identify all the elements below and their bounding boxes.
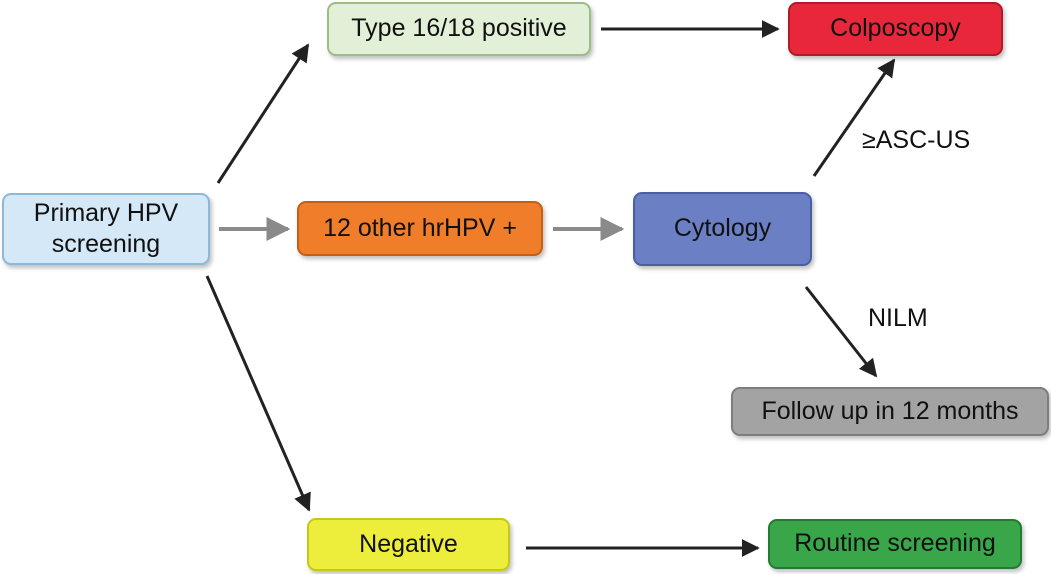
arrow-primary-to-negative	[205, 275, 311, 512]
node-cytology: Cytology	[633, 192, 812, 266]
node-routine-label: Routine screening	[794, 529, 996, 558]
edge-label-nilm: NILM	[868, 304, 928, 332]
node-primary-label-line2: screening	[51, 230, 161, 258]
node-other-hrhpv-label: 12 other hrHPV +	[323, 213, 517, 242]
node-cytology-label: Cytology	[673, 214, 772, 243]
node-primary-label-line1: Primary HPV	[33, 198, 179, 227]
node-type-16-18-positive: Type 16/18 positive	[327, 2, 591, 56]
node-follow-up: Follow up in 12 months	[731, 387, 1049, 436]
node-other-hrhpv-positive: 12 other hrHPV +	[297, 201, 543, 256]
node-routine-screening: Routine screening	[768, 519, 1022, 569]
edge-label-ascus: ≥ASC-US	[862, 126, 971, 154]
node-type1618-label: Type 16/18 positive	[351, 14, 567, 43]
arrow-cytology-to-follow-up	[804, 286, 878, 378]
node-negative-label: Negative	[359, 529, 458, 558]
arrow-primary-to-type1618	[216, 43, 310, 184]
arrow-cytology-to-colposcopy	[812, 58, 896, 177]
node-negative: Negative	[307, 518, 510, 571]
node-primary-hpv-screening: Primary HPV screening	[2, 193, 210, 265]
node-primary-label: Primary HPV screening	[34, 198, 178, 261]
node-follow-up-label: Follow up in 12 months	[761, 396, 1019, 425]
node-colposcopy-label: Colposcopy	[830, 14, 961, 43]
node-colposcopy: Colposcopy	[788, 2, 1003, 56]
